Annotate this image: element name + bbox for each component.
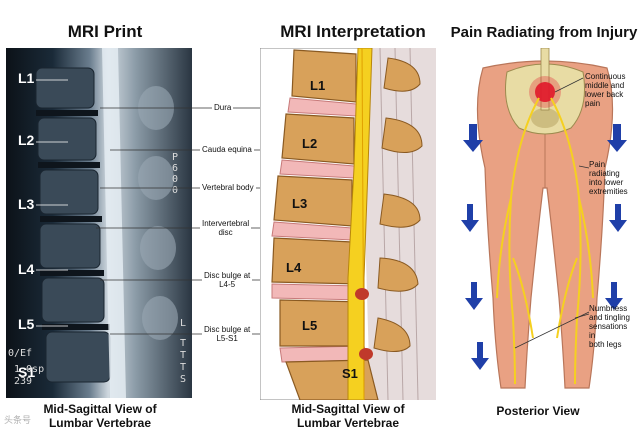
annotation-dura: Dura [212,103,234,112]
pain-radiating-title: Pain Radiating from Injury [450,24,638,41]
illus-label-l2: L2 [302,136,318,151]
note-radiating-line1: Pain radiating [589,160,620,178]
note-numbness-line2: and tingling [589,313,630,322]
note-radiating: Pain radiating into lower extremities [589,160,635,196]
annotation-disc-bulge-l45: Disc bulge at L4-5 [202,271,253,289]
annotation-disc-bulge-l5s1: Disc bulge at L5-S1 [202,325,253,343]
note-back-pain-line4: pain [585,99,601,108]
legs-illustration: Continuous middle and lower back pain Pa… [455,47,635,398]
mri-print-title: MRI Print [67,22,143,41]
legs-graphic [461,47,627,389]
mri-label-l1: L1 [18,70,35,86]
mri-interpretation-caption-line1: Mid-Sagittal View of [291,402,405,416]
note-back-pain-line1: Continuous [585,72,626,81]
note-back-pain: Continuous middle and lower back pain [585,72,625,108]
mri-scan-text-239: 239 [14,376,33,387]
mri-interpretation-caption: Mid-Sagittal View of Lumbar Vertebrae [268,402,428,430]
note-numbness-line1: Numbness [589,304,628,313]
note-radiating-line2: into lower [589,178,624,187]
note-radiating-line3: extremities [589,187,628,196]
mri-scan-text-0b: 0 [172,185,179,196]
annotation-disc-bulge-l45-line2: L4-5 [219,280,236,289]
mri-scan-text-6: 6 [172,163,179,174]
mri-interpretation-title: MRI Interpretation [280,22,426,41]
illus-label-l5: L5 [302,318,318,333]
annotation-cauda-equina: Cauda equina [200,145,254,154]
illus-label-l1: L1 [310,78,326,93]
illus-label-s1: S1 [342,366,358,381]
note-back-pain-line2: middle and [585,81,625,90]
mri-scan-text-sp: 1.0sp [14,364,45,375]
illus-label-l3: L3 [292,196,308,211]
mri-scan-text-t2: T [180,350,187,361]
mri-label-l4: L4 [18,261,35,277]
mri-scan-text-p: P [172,152,179,163]
note-numbness: Numbness and tingling sensations in both… [589,304,635,349]
mri-print-caption: Mid-Sagittal View of Lumbar Vertebrae [20,402,180,430]
annotation-intervertebral-disc-line1: Intervertebral [202,219,250,228]
mri-scan-text-ef: 0/Ef [8,348,33,359]
illus-label-l4: L4 [286,260,302,275]
mri-interpretation-caption-line2: Lumbar Vertebrae [296,416,400,430]
annotation-vertebral-body: Vertebral body [200,183,256,192]
mri-scan-text-s: S [180,374,187,385]
mri-scan-text-0a: 0 [172,174,179,185]
note-back-pain-line3: lower back [585,90,624,99]
mri-scan-text-t1: T [180,338,187,349]
pain-radiating-caption: Posterior View [496,404,580,418]
mri-scan-graphic [6,48,192,398]
annotation-disc-bulge-l5s1-line2: L5-S1 [216,334,238,343]
annotation-disc-bulge-l5s1-line1: Disc bulge at [204,325,251,334]
note-numbness-line3: sensations in [589,322,628,340]
mri-scan-text-t3: T [180,362,187,373]
note-numbness-line4: both legs [589,340,622,349]
mri-label-l3: L3 [18,196,35,212]
mri-print-caption-line2: Lumbar Vertebrae [48,416,152,430]
mri-print-caption-line1: Mid-Sagittal View of [43,402,157,416]
mri-label-l5: L5 [18,316,35,332]
mri-label-s1: S1 [18,364,36,380]
spine-graphic [259,47,437,401]
spine-illustration: L1 L2 L3 L4 L5 S1 [259,47,437,401]
watermark: 头条号 [4,415,32,425]
annotation-disc-bulge-l45-line1: Disc bulge at [204,271,251,280]
mri-label-l2: L2 [18,132,35,148]
mri-scan-image: L1 L2 L3 L4 L5 S1 P 6 0 0 L T T T S 0/Ef… [6,48,192,398]
annotation-intervertebral-disc: Intervertebral disc [200,219,252,237]
mri-scan-text-l: L [180,318,187,329]
annotation-intervertebral-disc-line2: disc [218,228,233,237]
